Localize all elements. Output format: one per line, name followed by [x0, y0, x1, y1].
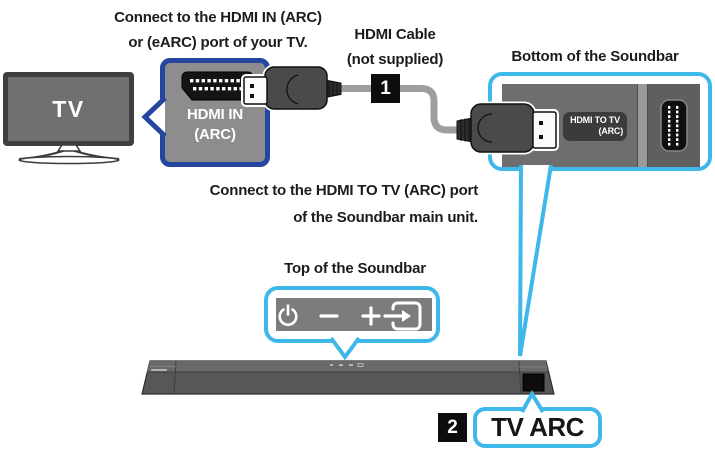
hdmi-to-tv-label-line1: HDMI TO TV: [570, 115, 620, 125]
soundbar-top-buttons: [330, 363, 364, 368]
soundbar-display-window: [522, 373, 545, 392]
hdmi-cable-line2: (not supplied): [346, 51, 444, 68]
top-of-soundbar-callout-box: [264, 286, 440, 343]
hdmi-to-tv-label-line2: (ARC): [598, 126, 624, 136]
hdmi-in-port-label-line1: HDMI IN: [186, 106, 244, 123]
hdmi-in-port-label: HDMI IN (ARC): [160, 105, 270, 145]
step-2-badge: 2: [438, 413, 467, 442]
soundbar-bottom-panel: HDMI TO TV (ARC): [502, 84, 700, 167]
hdmi-cable-caption: HDMI Cable (not supplied): [325, 22, 465, 72]
soundbar-instruction-line2: of the Soundbar main unit.: [293, 209, 478, 226]
tv-screen-label: TV: [8, 77, 129, 141]
soundbar-top-control-panel: [276, 298, 432, 331]
tv-instruction-line1: Connect to the HDMI IN (ARC): [114, 9, 322, 26]
soundbar-instruction-line1: Connect to the HDMI TO TV (ARC) port: [209, 182, 479, 199]
soundbar-right-cap-seam: [518, 360, 522, 395]
tv-illustration: TV: [3, 72, 134, 146]
display-readout-callout: TV ARC: [473, 407, 602, 448]
tv-stand: [18, 144, 120, 165]
soundbar-illustration: [141, 360, 555, 395]
panel-divider: [637, 84, 648, 167]
bottom-of-soundbar-caption: Bottom of the Soundbar: [511, 48, 679, 65]
top-of-soundbar-caption: Top of the Soundbar: [284, 260, 426, 277]
bottom-callout-pointer: [518, 164, 553, 357]
tv-instruction-caption: Connect to the HDMI IN (ARC) or (eARC) p…: [88, 5, 348, 55]
hdmi-to-tv-port-label: HDMI TO TV (ARC): [563, 112, 627, 141]
tv-instruction-line2: or (eARC) port of your TV.: [128, 34, 308, 51]
soundbar-left-cap-seam: [173, 360, 177, 395]
soundbar-logo: [151, 369, 167, 371]
soundbar-instruction-caption: Connect to the HDMI TO TV (ARC) port of …: [178, 177, 479, 231]
step-1-badge: 1: [371, 74, 400, 103]
hdmi-cable-line1: HDMI Cable: [354, 26, 436, 43]
panel-port-section: [648, 84, 700, 167]
hdmi-in-port-label-line2: (ARC): [194, 126, 236, 143]
